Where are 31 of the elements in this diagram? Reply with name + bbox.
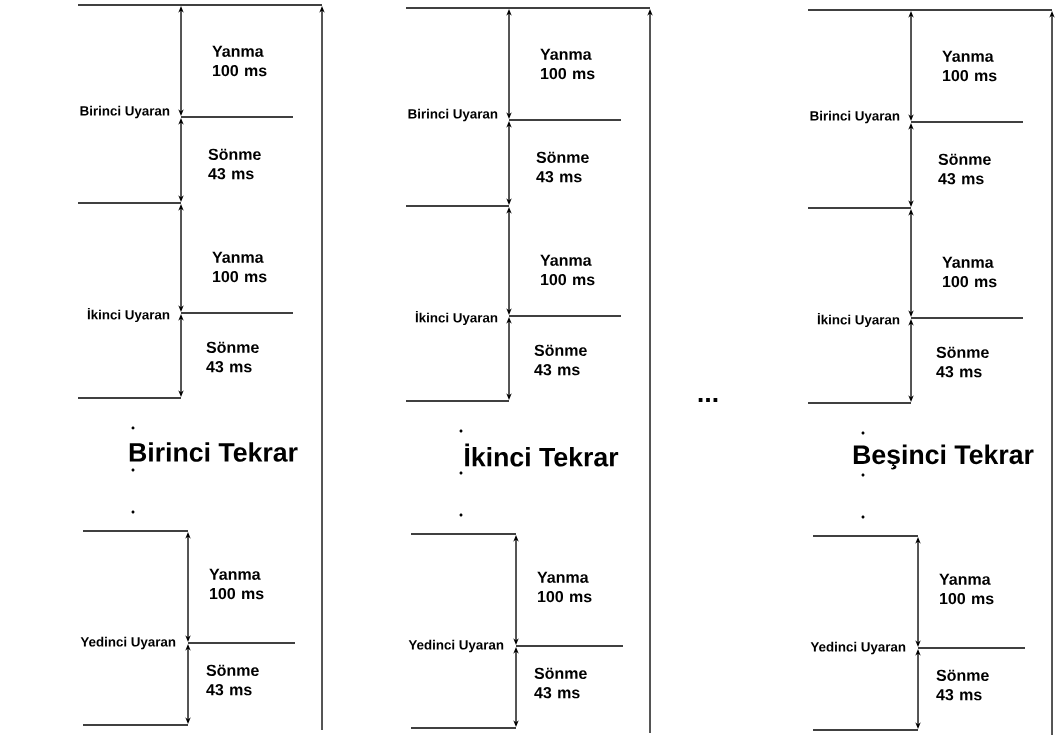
stimulus-label: Birinci Uyaran: [80, 105, 170, 119]
stimulus-label: İkinci Uyaran: [87, 307, 170, 323]
time-label: Sönme 43 ms: [936, 346, 989, 378]
time-label: Yanma 100 ms: [209, 568, 264, 600]
time-label: Sönme 43 ms: [208, 148, 261, 180]
time-label: Yanma 100 ms: [540, 254, 595, 286]
time-label: Sönme 43 ms: [936, 669, 989, 701]
stimulus-label: Yedinci Uyaran: [810, 641, 906, 655]
time-label: Sönme 43 ms: [938, 153, 991, 185]
time-label: Yanma 100 ms: [212, 251, 267, 283]
time-label: Yanma 100 ms: [942, 256, 997, 288]
time-label: Yanma 100 ms: [939, 573, 994, 605]
time-label: Yanma 100 ms: [537, 571, 592, 603]
stimulus-label: Birinci Uyaran: [408, 108, 498, 122]
repetition-title: İkinci Tekrar: [462, 442, 620, 468]
time-label: Sönme 43 ms: [206, 664, 259, 696]
stimulus-label: İkinci Uyaran: [817, 312, 900, 328]
ellipsis: ...: [698, 398, 718, 402]
time-label: Sönme 43 ms: [206, 341, 259, 373]
time-label: Yanma 100 ms: [212, 45, 267, 77]
time-label: Sönme 43 ms: [534, 667, 587, 699]
time-label: Sönme 43 ms: [536, 151, 589, 183]
repetition-title: Beşinci Tekrar: [850, 443, 1036, 471]
stimulus-label: Yedinci Uyaran: [80, 636, 176, 650]
time-label: Sönme 43 ms: [534, 344, 587, 376]
stimulus-label: Yedinci Uyaran: [408, 639, 504, 653]
stimulus-label: Birinci Uyaran: [810, 110, 900, 124]
stimulus-label: İkinci Uyaran: [415, 310, 498, 326]
time-label: Yanma 100 ms: [540, 48, 595, 80]
repetition-title: Birinci Tekrar: [126, 440, 300, 464]
time-label: Yanma 100 ms: [942, 50, 997, 82]
